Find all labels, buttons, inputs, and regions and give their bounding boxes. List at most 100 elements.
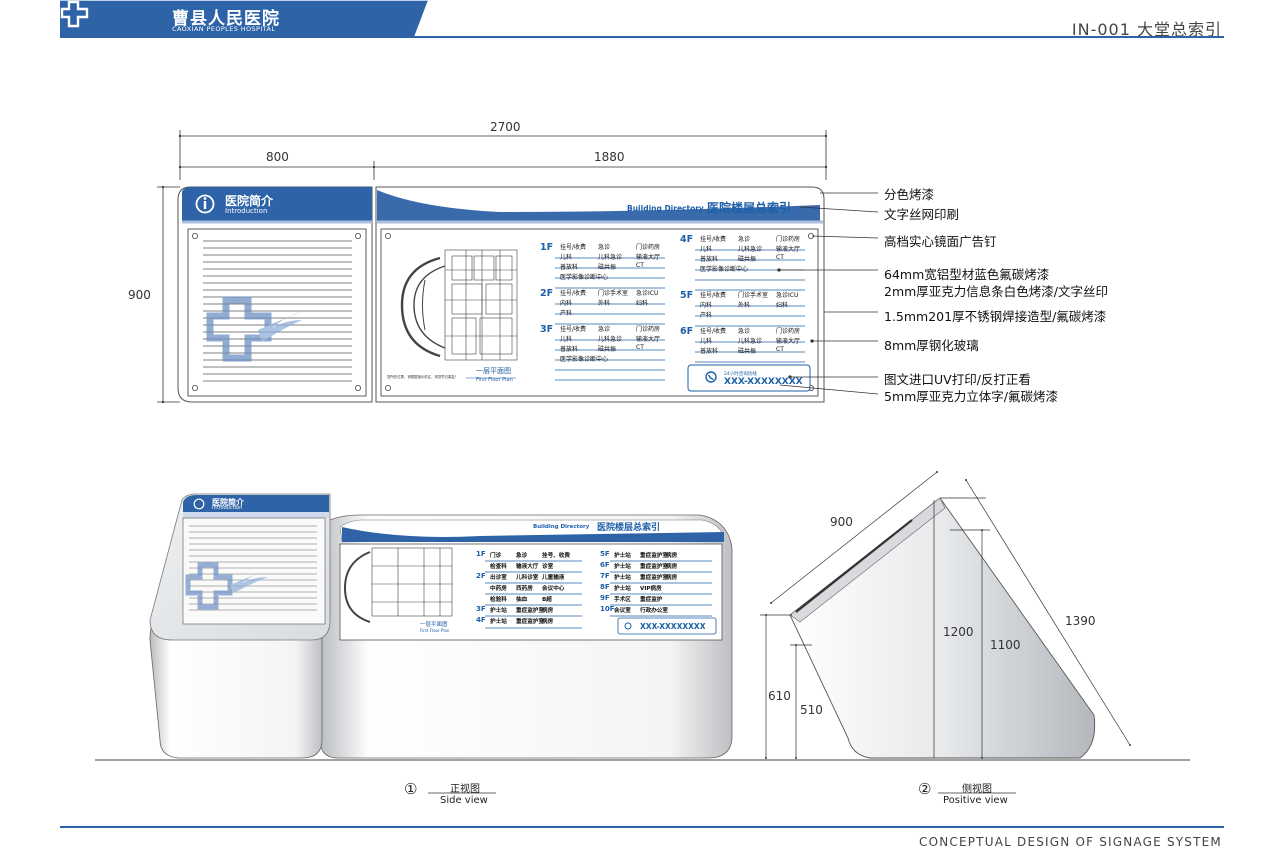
hotline-number: XXX-XXXXXXXX	[724, 377, 803, 387]
floor-label: 5F	[680, 290, 694, 301]
positive-view-number: ②	[918, 780, 932, 798]
side-floor-label: 8F	[600, 583, 610, 591]
side-floor-label: 1F	[476, 550, 486, 558]
side-department-label: 护士站	[614, 553, 631, 559]
side-dir-title-en: Building Directory	[533, 524, 590, 530]
side-department-label: 出诊室	[490, 575, 507, 581]
floor-label: 4F	[680, 234, 694, 245]
department-label: 急诊	[738, 236, 751, 243]
department-label: 挂号/收费	[700, 292, 727, 299]
department-label: 输液大厅	[776, 338, 801, 345]
department-label: 急诊	[598, 244, 611, 251]
side-department-label: 检验科	[490, 597, 507, 603]
logo-tab-shape	[60, 0, 428, 37]
side-dir-title-cn: 医院楼层总索引	[597, 523, 661, 533]
side-department-label: 重症监护	[640, 597, 663, 603]
side-floor-label: 3F	[476, 605, 486, 613]
department-label: 儿科	[560, 254, 573, 261]
annotation-label: 高档实心镜面广告钉	[884, 234, 997, 249]
annotation-label: 5mm厚亚克力立体字/氟碳烤漆	[884, 389, 1059, 404]
intro-panel	[177, 186, 373, 403]
pos-dim-h1: 1200	[943, 625, 974, 639]
side-department-label: 病房	[666, 564, 678, 570]
department-label: 门诊药房	[776, 328, 801, 335]
side-intro-title-en: Introduction	[212, 505, 243, 511]
annotation-label: 8mm厚钢化玻璃	[884, 338, 979, 353]
dim-left-width: 800	[266, 150, 289, 164]
side-department-label: 病房	[542, 608, 554, 614]
department-label: CT	[636, 344, 644, 351]
side-department-label: 手术区	[614, 597, 631, 603]
side-view-title-en: Side view	[440, 795, 488, 806]
floor-label: 3F	[540, 324, 554, 335]
side-floor-label: 9F	[600, 594, 610, 602]
map-caption-cn: 一层平面图	[476, 367, 511, 375]
dim-total-width: 2700	[490, 120, 521, 134]
annotation-label: 分色烤漆	[884, 187, 935, 202]
side-floor-label: 6F	[600, 561, 610, 569]
dimension-line-height	[157, 185, 180, 404]
side-department-label: 中药房	[490, 586, 507, 592]
hospital-logo-tab: 曹县人民医院 CAOXIAN PEOPLES HOSPITAL	[60, 0, 428, 37]
pos-dim-h4: 510	[800, 703, 823, 717]
department-label: 磁共振	[738, 256, 757, 263]
department-label: 急诊	[598, 326, 611, 333]
department-label: 儿科急诊	[598, 336, 623, 343]
footer-caption: CONCEPTUAL DESIGN OF SIGNAGE SYSTEM	[918, 835, 1222, 849]
side-hotline-number: XXX-XXXXXXXX	[640, 622, 706, 631]
dimension-lines-top	[178, 130, 828, 180]
dim-right-width: 1880	[594, 150, 625, 164]
department-label: 挂号/收费	[560, 326, 587, 333]
department-label: 磁共振	[598, 264, 617, 271]
map-note: 您所在位置，请根据指示前往，祝您早日康复！	[387, 375, 459, 379]
side-department-label: 护士站	[614, 575, 631, 581]
side-department-label: 重症监护室	[516, 619, 544, 625]
side-department-label: B超	[542, 597, 552, 603]
side-department-label: 西药房	[516, 586, 533, 592]
annotation-label: 文字丝网印刷	[884, 207, 960, 222]
side-department-label: VIP病房	[640, 586, 662, 592]
hospital-name-en: CAOXIAN PEOPLES HOSPITAL	[172, 25, 276, 33]
department-label: 医学影像诊断中心	[560, 356, 609, 363]
positive-view-title-cn: 侧视图	[962, 784, 992, 795]
department-label: 磁共振	[738, 348, 757, 355]
hotline-label: 24小时咨询热线	[724, 372, 757, 377]
department-label: 妇科	[636, 300, 649, 307]
department-label: 门诊药房	[776, 236, 801, 243]
floor-label: 6F	[680, 326, 694, 337]
side-department-label: 会议中心	[542, 586, 565, 592]
floor-label: 1F	[540, 242, 554, 253]
side-department-label: 检查科	[490, 564, 507, 570]
intro-watermark-cross-icon	[206, 296, 302, 362]
department-label: 外科	[598, 300, 611, 307]
department-label: 急诊ICU	[776, 292, 799, 299]
side-department-label: 护士站	[614, 586, 631, 592]
side-department-label: 护士站	[490, 608, 507, 614]
positive-view-title-en: Positive view	[943, 795, 1008, 806]
info-icon-small	[193, 498, 205, 510]
annotation-leaders	[777, 192, 879, 395]
side-department-label: 会议室	[614, 608, 631, 614]
side-view-kiosk	[149, 493, 733, 759]
directory-panel	[375, 186, 825, 403]
side-department-label: 病房	[666, 575, 678, 581]
side-department-label: 儿科诊室	[516, 575, 539, 581]
info-icon	[195, 194, 215, 214]
side-department-label: 重症监护室	[640, 564, 668, 570]
side-floor-label: 2F	[476, 572, 486, 580]
department-label: 挂号/收费	[560, 290, 587, 297]
intro-title-en: Introduction	[225, 207, 268, 215]
annotation-label: 2mm厚亚克力信息条白色烤漆/文字丝印	[884, 284, 1109, 299]
directory-info-strips	[555, 249, 805, 381]
side-department-label: 重症监护室	[640, 553, 668, 559]
department-label: 儿科	[700, 246, 713, 253]
department-label: 医学影像诊断中心	[700, 266, 749, 273]
side-floor-label: 5F	[600, 550, 610, 558]
side-view-number: ①	[404, 780, 418, 798]
department-label: CT	[776, 346, 784, 353]
side-department-label: 输液大厅	[516, 564, 539, 570]
department-label: CT	[776, 254, 784, 261]
department-label: 门诊药房	[636, 326, 661, 333]
pos-dim-h2: 1100	[990, 638, 1021, 652]
